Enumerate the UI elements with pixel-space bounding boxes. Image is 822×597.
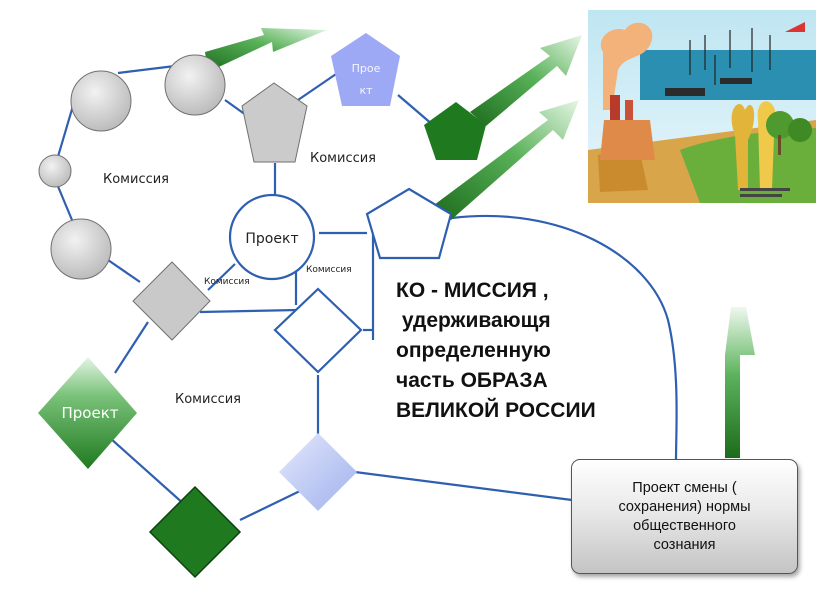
main-statement-line: ВЕЛИКОЙ РОССИИ [396,396,656,426]
project-circle-label: Проект [245,231,298,247]
connector [108,260,140,282]
gray-circle [39,155,71,187]
project-box-line: общественного [618,517,750,536]
komissiya-label-small: Комиссия [306,265,352,275]
komissiya-label: Комиссия [175,392,241,407]
main-statement-line: КО - МИССИЯ , [396,276,656,306]
white-pentagon [367,189,451,258]
connector [240,490,302,520]
gray-circle [165,55,225,115]
light-blue-diamond [279,433,357,511]
project-box: Проект смены ( сохранения) нормы обществ… [571,459,798,574]
komissiya-label: Комиссия [103,172,169,187]
connector [298,72,339,100]
gray-circle [71,71,131,131]
project-box-line: сохранения) нормы [618,498,750,517]
project-box-line: Проект смены ( [618,479,750,498]
connector [200,310,298,312]
green-diamond-label: Проект [61,404,118,422]
project-box-line: сознания [618,536,750,555]
industrial-landscape-illustration [588,10,816,203]
connector [110,438,185,505]
circles [39,55,225,279]
gray-circle [51,219,111,279]
gray-pentagon [242,83,307,162]
pentagon-top-label-line2: кт [359,84,373,97]
arrow-icon [205,28,327,72]
komissiya-label-small: Комиссия [204,277,250,287]
arrow-icon [725,307,755,458]
main-statement-line: удерживающя [396,306,656,336]
connector [57,184,72,220]
main-statement-line: часть ОБРАЗА [396,366,656,396]
komissiya-label: Комиссия [310,151,376,166]
main-statement: КО - МИССИЯ , удерживающя определенную ч… [396,276,656,426]
connector [118,66,175,73]
main-statement-line: определенную [396,336,656,366]
connector [398,95,433,125]
pentagon-top-label-line1: Прое [352,62,381,75]
connector [355,472,572,500]
connector [115,322,148,373]
white-diamond [275,289,361,372]
dark-green-diamond [150,487,240,577]
